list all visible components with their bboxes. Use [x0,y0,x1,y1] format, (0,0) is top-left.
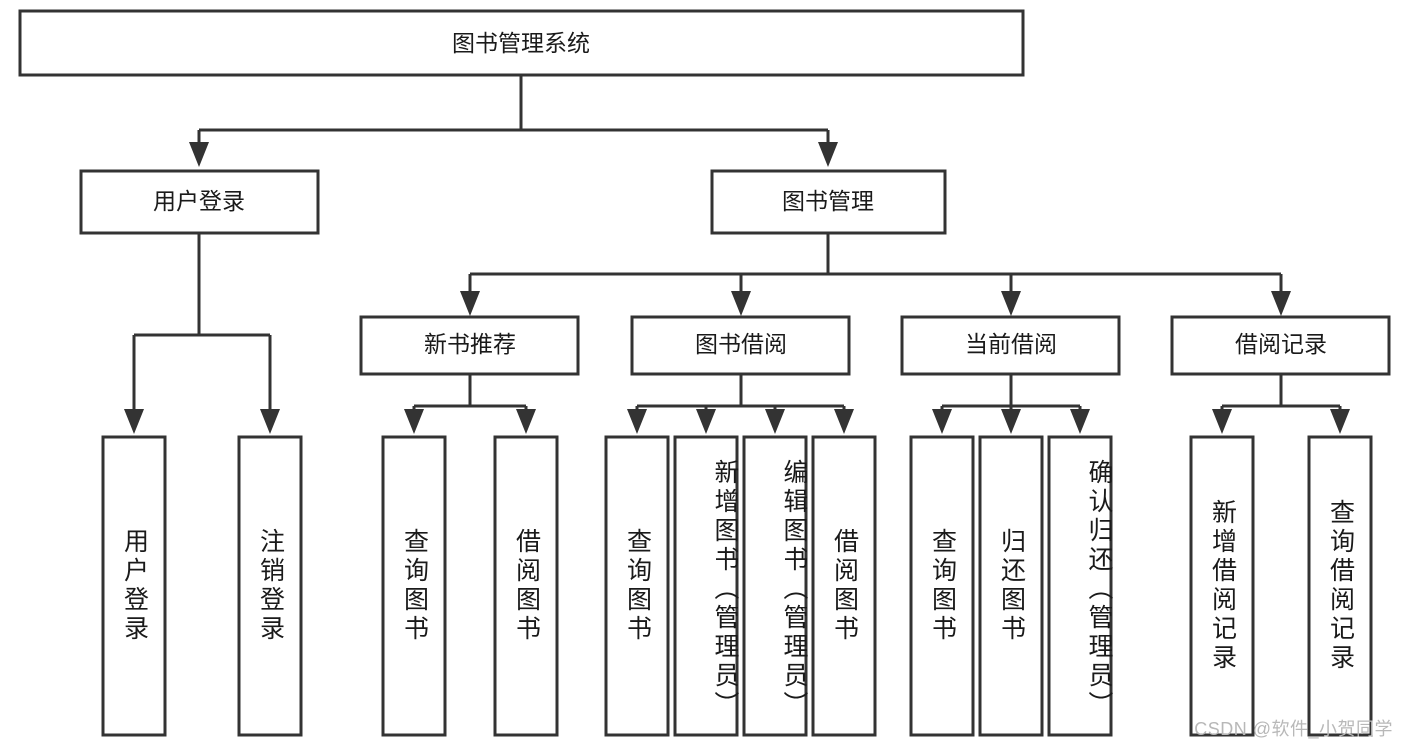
arrow-head-leaf-query-record [1330,409,1350,434]
connector-group-bookmanage [460,233,1291,316]
node-book-borrow[interactable]: 图书借阅 [630,315,851,376]
node-label-current-borrow: 当前借阅 [965,331,1057,357]
node-box-book-manage[interactable] [710,169,947,235]
arrow-head-leaf-user-login [124,409,144,434]
arrow-head-leaf-confirm-return [1070,409,1090,434]
node-box-leaf-add-book[interactable] [673,435,739,737]
arrow-head-leaf-logout [260,409,280,434]
node-box-new-book-rec[interactable] [359,315,580,376]
arrow-head-leaf-query-book-1 [404,409,424,434]
node-label-borrow-record: 借阅记录 [1235,331,1327,357]
connector-group-book-borrow [627,374,854,434]
arrow-head-leaf-add-record [1212,409,1232,434]
node-box-leaf-borrow-book-1[interactable] [493,435,559,737]
connector-group-userlogin [124,233,280,434]
arrow-head-leaf-add-book [696,409,716,434]
node-label-book-manage: 图书管理 [782,188,874,214]
node-book-manage[interactable]: 图书管理 [710,169,947,235]
arrow-head-new-book-rec [460,291,480,316]
node-box-leaf-add-record[interactable] [1189,435,1255,737]
node-box-user-login[interactable] [79,169,320,235]
connector-group-current-borrow [932,374,1090,434]
node-box-leaf-query-book-2[interactable] [604,435,670,737]
connector-group-borrow-record [1212,374,1350,434]
node-label-root: 图书管理系统 [452,30,590,56]
node-box-root[interactable] [18,9,1025,77]
node-root[interactable]: 图书管理系统 [18,9,1025,77]
arrow-head-userlogin [189,142,209,167]
arrow-head-current-borrow [1001,291,1021,316]
node-current-borrow[interactable]: 当前借阅 [900,315,1121,376]
node-box-leaf-borrow-book-2[interactable] [811,435,877,737]
node-label-new-book-rec: 新书推荐 [424,331,516,357]
node-box-leaf-edit-book[interactable] [742,435,808,737]
node-box-leaf-confirm-return[interactable] [1047,435,1113,737]
arrow-head-borrow-record [1271,291,1291,316]
node-label-book-borrow: 图书借阅 [695,331,787,357]
node-box-book-borrow[interactable] [630,315,851,376]
connector-group-root [189,75,838,167]
arrow-head-bookmanage [818,142,838,167]
csdn-watermark: CSDN @软件_小贺同学 [1194,719,1393,739]
arrow-head-leaf-borrow-book-1 [516,409,536,434]
arrow-head-leaf-edit-book [765,409,785,434]
arrow-head-leaf-query-book-3 [932,409,952,434]
arrow-head-leaf-borrow-book-2 [834,409,854,434]
node-user-login[interactable]: 用户登录 [79,169,320,235]
node-new-book-rec[interactable]: 新书推荐 [359,315,580,376]
connector-group-new-book-rec [404,374,536,434]
node-box-current-borrow[interactable] [900,315,1121,376]
arrow-head-leaf-query-book-2 [627,409,647,434]
arrow-head-leaf-return-book [1001,409,1021,434]
node-box-leaf-query-book-1[interactable] [381,435,447,737]
node-box-borrow-record[interactable] [1170,315,1391,376]
node-box-leaf-query-book-3[interactable] [909,435,975,737]
node-borrow-record[interactable]: 借阅记录 [1170,315,1391,376]
node-box-leaf-query-record[interactable] [1307,435,1373,737]
node-label-user-login: 用户登录 [153,188,245,214]
node-box-leaf-logout[interactable] [237,435,303,737]
node-box-leaf-return-book[interactable] [978,435,1044,737]
node-box-leaf-user-login[interactable] [101,435,167,737]
arrow-head-book-borrow [731,291,751,316]
